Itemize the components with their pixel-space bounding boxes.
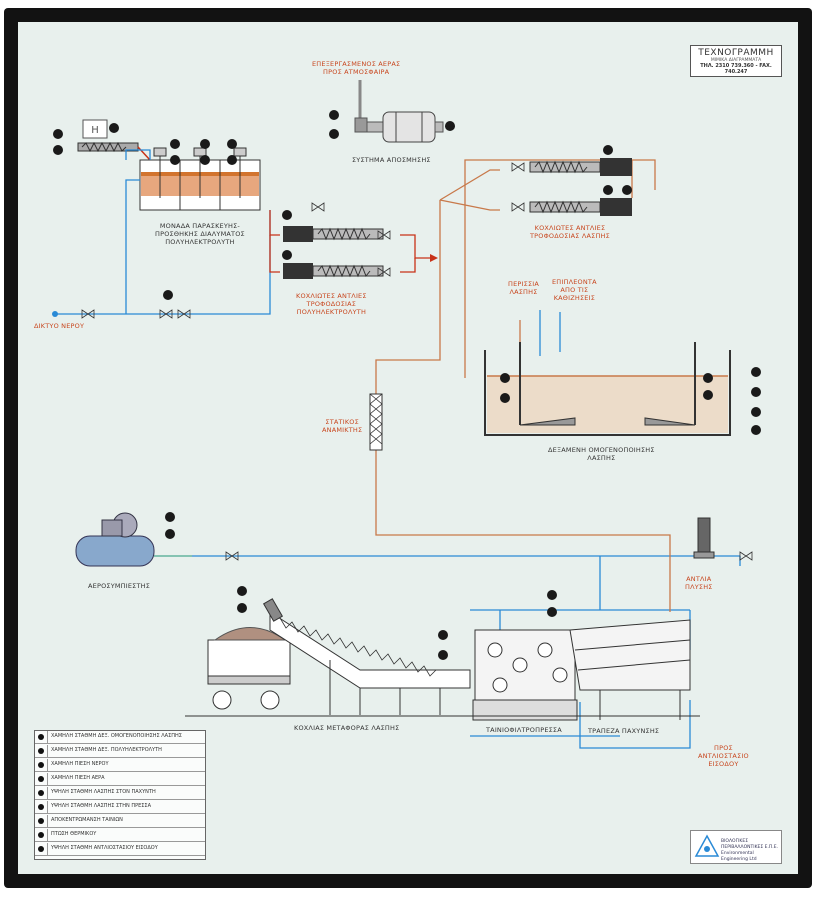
alarm-lamp [38,845,44,852]
legend-row: ΧΑΜΗΛΗ ΣΤΑΘΜΗ ΔΕΞ. ΟΜΟΓΕΝΟΠΟΙΗΣΗΣ ΛΑΣΠΗΣ [35,731,205,744]
polyelectrolyte-tank [139,147,261,211]
label-deodorization: ΣΥΣΤΗΜΑ ΑΠΟΣΜΗΣΗΣ [352,156,431,164]
legend-row: ΥΨΗΛΗ ΣΤΑΘΜΗ ΛΑΣΠΗΣ ΣΤΟΝ ΠΑΧΥΝΤΗ [35,787,205,800]
label-floating-material: ΕΠΙΠΛΕΟΝΤΑ ΑΠΟ ΤΙΣ ΚΑΘΙΖΗΣΕΙΣ [552,278,597,302]
homogenization-tank [484,342,731,436]
label-poly-pumps: ΚΟΧΛΙΩΤΕΣ ΑΝΤΛΙΕΣ ΤΡΟΦΟΔΟΣΙΑΣ ΠΟΛΥΗΛΕΚΤΡ… [296,292,367,316]
label-to-inlet-pump: ΠΡΟΣ ΑΝΤΛΙΟΣΤΑΣΙΟ ΕΙΣΟΔΟΥ [698,744,749,768]
legend-text: ΥΨΗΛΗ ΣΤΑΘΜΗ ΛΑΣΠΗΣ ΣΤΗΝ ΠΡΕΣΣΑ [51,803,151,809]
alarm-lamp [38,817,44,824]
wash-pump [693,517,715,559]
company-logo: ΤΕΧΝΟΓΡΑΜΜΗ ΜΙΜΙΚΑ ΔΙΑΓΡΑΜΜΑΤΑ ΤΗΛ. 2310… [690,45,782,77]
legend-row: ΥΨΗΛΗ ΣΤΑΘΜΗ ΛΑΣΠΗΣ ΣΤΗΝ ΠΡΕΣΣΑ [35,801,205,814]
label-wash-pump: ΑΝΤΛΙΑ ΠΛΥΣΗΣ [685,575,713,591]
label-sludge-conveyor: ΚΟΧΛΙΑΣ ΜΕΤΑΦΟΡΑΣ ΛΑΣΠΗΣ [294,724,400,732]
legend-text: ΥΨΗΛΗ ΣΤΑΘΜΗ ΑΝΤΛΙΟΣΤΑΣΙΟΥ ΕΙΣΟΔΟΥ [51,845,158,851]
alarm-lamp [38,789,44,796]
label-water-network: ΔΙΚΤΥΟ ΝΕΡΟΥ [34,322,85,330]
sludge-lines [375,159,671,612]
maker-line-1: ΒΙΟΛΟΓΙΚΕΣ [721,839,749,844]
label-thickening-table: ΤΡΑΠΕΖΑ ΠΑΧΥΝΣΗΣ [588,727,660,735]
sludge-truck [207,627,291,710]
alarm-lamp [38,803,44,810]
legend-row: ΧΑΜΗΛΗ ΣΤΑΘΜΗ ΔΕΞ. ΠΟΛΥΗΛΕΚΤΡΟΛΥΤΗ [35,745,205,758]
polyelectrolyte-hopper: H [77,119,151,161]
air-compressor [75,512,192,567]
company-phone: ΤΗΛ. 2310 739.360 - FAX. 740.247 [700,63,772,75]
label-air-compressor: ΑΕΡΟΣΥΜΠΙΕΣΤΗΣ [88,582,151,590]
legend-row: ΑΠΟΚΕΝΤΡΩΜΑΝΣΗ ΤΑΙΝΙΩΝ [35,815,205,828]
maker-line-3: Environmental Engineering Ltd [721,851,757,862]
label-belt-press: ΤΑΙΝΙΟΦΙΛΤΡΟΠΡΕΣΣΑ [486,726,562,734]
thickening-table [569,619,691,720]
legend-text: ΧΑΜΗΛΗ ΣΤΑΘΜΗ ΔΕΞ. ΟΜΟΓΕΝΟΠΟΙΗΣΗΣ ΛΑΣΠΗΣ [51,733,182,739]
legend-text: ΥΨΗΛΗ ΣΤΑΘΜΗ ΛΑΣΠΗΣ ΣΤΟΝ ΠΑΧΥΝΤΗ [51,789,156,795]
alarm-lamp [38,747,44,754]
polyelectrolyte-pumps [283,226,384,279]
legend-text: ΧΑΜΗΛΗ ΠΙΕΣΗ ΝΕΡΟΥ [51,761,109,767]
legend-text: ΠΤΩΣΗ ΘΕΡΜΙΚΟΥ [51,831,97,837]
alarm-lamp [38,831,44,838]
label-treated-air: ΕΠΕΞΕΡΓΑΣΜΕΝΟΣ ΑΕΡΑΣ ΠΡΟΣ ΑΤΜΟΣΦΑΙΡΑ [312,60,401,76]
company-tagline: ΜΙΜΙΚΑ ΔΙΑΓΡΑΜΜΑΤΑ [710,58,762,63]
water-inlet [52,311,58,317]
maker-badge: ΒΙΟΛΟΓΙΚΕΣ ΠΕΡΙΒΑΛΛΟΝΤΙΚΕΣ Ε.Π.Ε. Enviro… [690,830,782,864]
valves [81,162,753,561]
company-name: ΤΕΧΝΟΓΡΑΜΜΗ [698,48,774,58]
legend-row: ΧΑΜΗΛΗ ΠΙΕΣΗ ΑΕΡΑ [35,773,205,786]
maker-logo-icon [694,834,720,857]
svg-text:H: H [91,125,99,136]
indicator-lamps [53,110,761,660]
static-mixer [369,393,383,451]
legend-text: ΑΠΟΚΕΝΤΡΩΜΑΝΣΗ ΤΑΙΝΙΩΝ [51,817,123,823]
legend-row: ΥΨΗΛΗ ΣΤΑΘΜΗ ΑΝΤΛΙΟΣΤΑΣΙΟΥ ΕΙΣΟΔΟΥ [35,843,205,856]
legend-row: ΧΑΜΗΛΗ ΠΙΕΣΗ ΝΕΡΟΥ [35,759,205,772]
maker-line-2: ΠΕΡΙΒΑΛΛΟΝΤΙΚΕΣ Ε.Π.Ε. [721,845,779,850]
legend-text: ΧΑΜΗΛΗ ΣΤΑΘΜΗ ΔΕΞ. ΠΟΛΥΗΛΕΚΤΡΟΛΥΤΗ [51,747,162,753]
alarm-lamp [38,733,44,740]
alarm-lamp [38,761,44,768]
alarm-legend: ΧΑΜΗΛΗ ΣΤΑΘΜΗ ΔΕΞ. ΟΜΟΓΕΝΟΠΟΙΗΣΗΣ ΛΑΣΠΗΣ… [34,730,206,860]
legend-row: ΠΤΩΣΗ ΘΕΡΜΙΚΟΥ [35,829,205,842]
label-polyelectrolyte-unit: ΜΟΝΑΔΑ ΠΑΡΑΣΚΕΥΗΣ- ΠΡΟΣΘΗΚΗΣ ΔΙΑΛΥΜΑΤΟΣ … [155,222,245,246]
maker-text: ΒΙΟΛΟΓΙΚΕΣ ΠΕΡΙΒΑΛΛΟΝΤΙΚΕΣ Ε.Π.Ε. Enviro… [721,839,781,863]
deodorization-system [354,80,444,143]
belt-filter-press [472,629,578,721]
label-excess-sludge: ΠΕΡΙΣΣΙΑ ΛΑΣΠΗΣ [508,280,540,296]
polyelectrolyte-lines [269,210,435,273]
alarm-lamp [38,775,44,782]
label-sludge-pumps: ΚΟΧΛΙΩΤΕΣ ΑΝΤΛΙΕΣ ΤΡΟΦΟΔΟΣΙΑΣ ΛΑΣΠΗΣ [530,224,610,240]
legend-text: ΧΑΜΗΛΗ ΠΙΕΣΗ ΑΕΡΑ [51,775,105,781]
label-static-mixer: ΣΤΑΤΙΚΟΣ ΑΝΑΜΙΚΤΗΣ [322,418,363,434]
sludge-conveyor [262,598,471,715]
label-homogenization-tank: ΔΕΞΑΜΕΝΗ ΟΜΟΓΕΝΟΠΟΙΗΣΗΣ ΛΑΣΠΗΣ [548,446,655,462]
sludge-feed-pumps [529,158,632,216]
